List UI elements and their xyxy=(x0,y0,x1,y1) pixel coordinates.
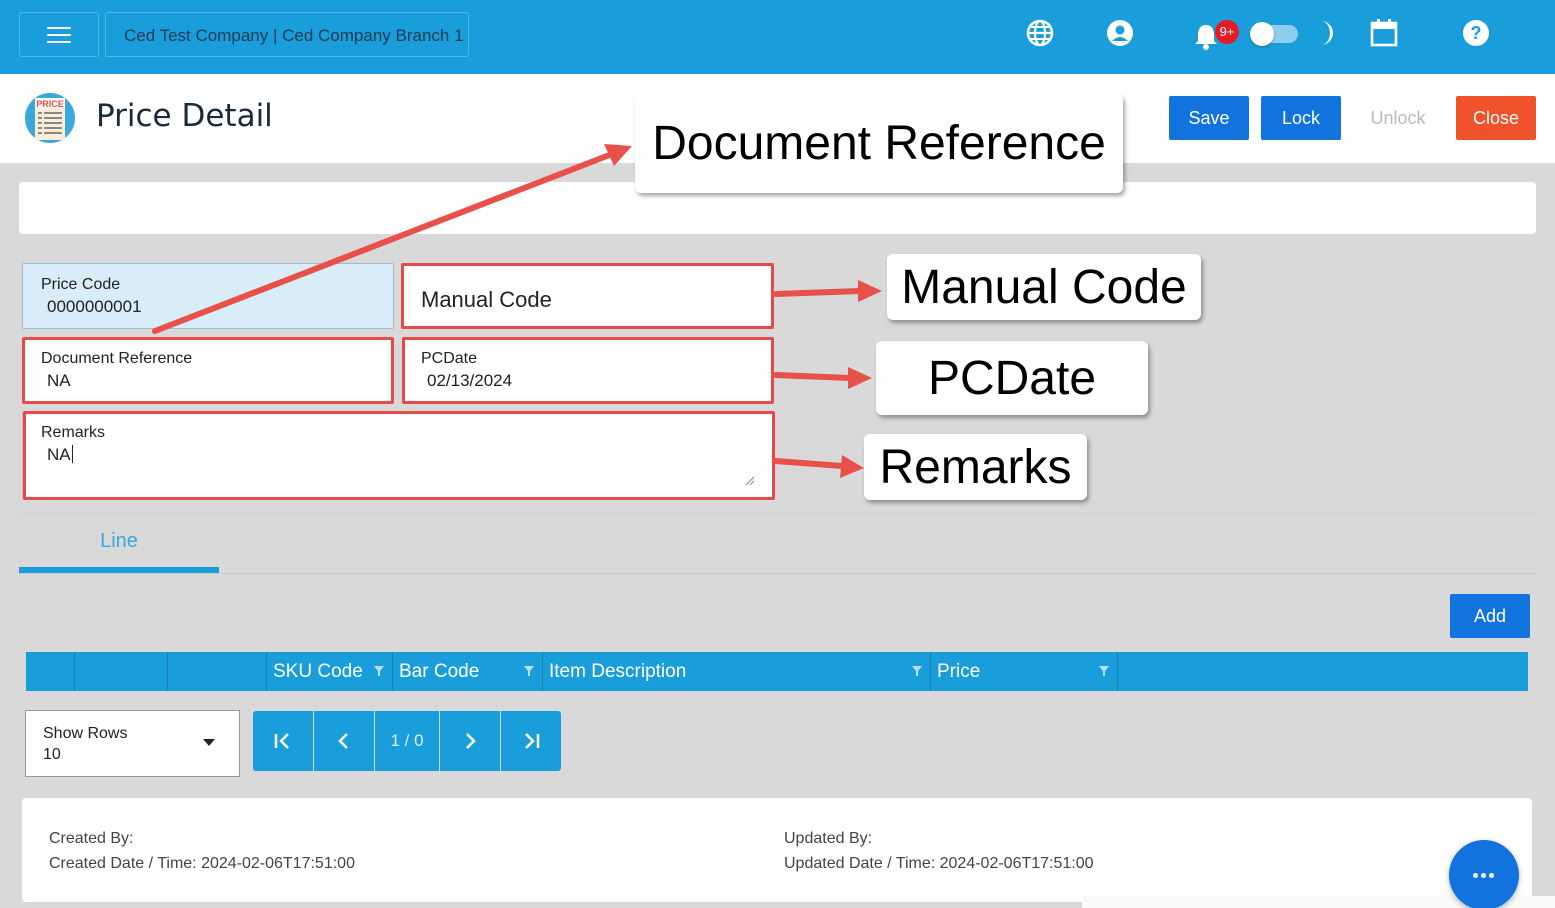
bar-code-header: Bar Code xyxy=(399,661,480,682)
filter-icon[interactable] xyxy=(1099,666,1109,676)
show-rows-select[interactable]: Show Rows 10 xyxy=(25,710,240,777)
svg-text:?: ? xyxy=(1471,23,1482,43)
user-icon[interactable] xyxy=(1105,18,1135,48)
manual-code-input[interactable]: Manual Code xyxy=(401,263,774,329)
grid-column-price[interactable]: Price xyxy=(931,652,1118,691)
created-date: Created Date / Time: 2024-02-06T17:51:00 xyxy=(49,855,355,872)
callout-manual-code: Manual Code xyxy=(887,254,1201,320)
grid-column-item-description[interactable]: Item Description xyxy=(543,652,931,691)
created-by: Created By: xyxy=(49,830,134,847)
next-page-button[interactable] xyxy=(440,711,500,771)
chevron-left-icon xyxy=(338,733,348,749)
grid-column-select[interactable] xyxy=(26,652,75,691)
filter-icon[interactable] xyxy=(374,666,384,676)
resize-handle-icon[interactable] xyxy=(744,475,754,485)
tab-line[interactable]: Line xyxy=(100,530,138,552)
show-rows-label: Show Rows xyxy=(43,725,128,742)
updated-date: Updated Date / Time: 2024-02-06T17:51:00 xyxy=(784,855,1094,872)
bell-icon[interactable] xyxy=(1191,22,1221,52)
price-header: Price xyxy=(937,661,981,682)
price-code-label: Price Code xyxy=(41,276,121,293)
item-description-header: Item Description xyxy=(549,661,687,682)
top-bar: Ced Test Company | Ced Company Branch 1 … xyxy=(0,0,1555,74)
help-icon[interactable]: ? xyxy=(1461,18,1491,48)
text-caret xyxy=(71,445,73,463)
company-selector[interactable]: Ced Test Company | Ced Company Branch 1 xyxy=(105,12,469,57)
calendar-icon[interactable] xyxy=(1369,18,1399,48)
pcdate-value: 02/13/2024 xyxy=(427,371,513,390)
remarks-value: NA xyxy=(47,445,73,464)
page-info: 1 / 0 xyxy=(375,711,439,771)
document-reference-input[interactable]: Document Reference NA xyxy=(22,337,394,404)
unlock-button[interactable]: Unlock xyxy=(1370,108,1426,128)
document-reference-value: NA xyxy=(47,371,71,390)
globe-icon[interactable] xyxy=(1025,18,1055,48)
dropdown-arrow-icon xyxy=(203,739,215,746)
last-page-icon xyxy=(525,733,540,749)
close-button[interactable]: Close xyxy=(1456,96,1536,140)
first-page-icon xyxy=(274,733,289,749)
menu-icon xyxy=(47,26,71,43)
manual-code-placeholder: Manual Code xyxy=(421,287,552,312)
price-list-icon: PRICE xyxy=(25,93,75,143)
price-code-value: 0000000001 xyxy=(47,297,142,316)
audit-panel: Created By: Created Date / Time: 2024-02… xyxy=(22,798,1532,902)
remarks-label: Remarks xyxy=(41,424,106,441)
document-reference-label: Document Reference xyxy=(41,350,193,367)
price-icon-text: PRICE xyxy=(36,99,64,109)
updated-by: Updated By: xyxy=(784,830,873,847)
remarks-textarea[interactable]: Remarks NA xyxy=(22,411,775,500)
bottom-strip xyxy=(1082,896,1555,908)
tab-active-indicator xyxy=(19,567,219,573)
previous-page-button[interactable] xyxy=(314,711,374,771)
price-code-field: Price Code 0000000001 xyxy=(22,263,394,329)
theme-toggle[interactable] xyxy=(1250,22,1298,46)
page-title: Price Detail xyxy=(96,98,273,134)
menu-button[interactable] xyxy=(19,12,99,57)
grid-column-actions[interactable] xyxy=(75,652,168,691)
add-button[interactable]: Add xyxy=(1450,594,1530,638)
more-options-button[interactable] xyxy=(1449,840,1519,908)
callout-remarks: Remarks xyxy=(864,434,1087,500)
filter-icon[interactable] xyxy=(912,666,922,676)
last-page-button[interactable] xyxy=(501,711,561,771)
pcdate-label: PCDate xyxy=(421,350,478,367)
filter-icon[interactable] xyxy=(524,666,534,676)
lock-button[interactable]: Lock xyxy=(1261,96,1341,140)
callout-pcdate: PCDate xyxy=(876,341,1148,415)
pcdate-input[interactable]: PCDate 02/13/2024 xyxy=(402,337,774,404)
callout-document-reference: Document Reference xyxy=(635,94,1123,193)
grid-column-blank[interactable] xyxy=(168,652,267,691)
grid-header: SKU Code Bar Code Item Description Price xyxy=(26,652,1528,691)
grid-column-sku-code[interactable]: SKU Code xyxy=(267,652,393,691)
tab-bar-border xyxy=(19,573,1536,574)
first-page-button[interactable] xyxy=(253,711,313,771)
sku-code-header: SKU Code xyxy=(273,661,363,682)
tab-divider xyxy=(19,513,1536,514)
save-button[interactable]: Save xyxy=(1169,96,1249,140)
show-rows-value: 10 xyxy=(43,746,61,763)
moon-icon xyxy=(1321,21,1333,45)
grid-column-bar-code[interactable]: Bar Code xyxy=(393,652,543,691)
notification-badge: 9+ xyxy=(1215,20,1239,44)
chevron-right-icon xyxy=(466,733,476,749)
